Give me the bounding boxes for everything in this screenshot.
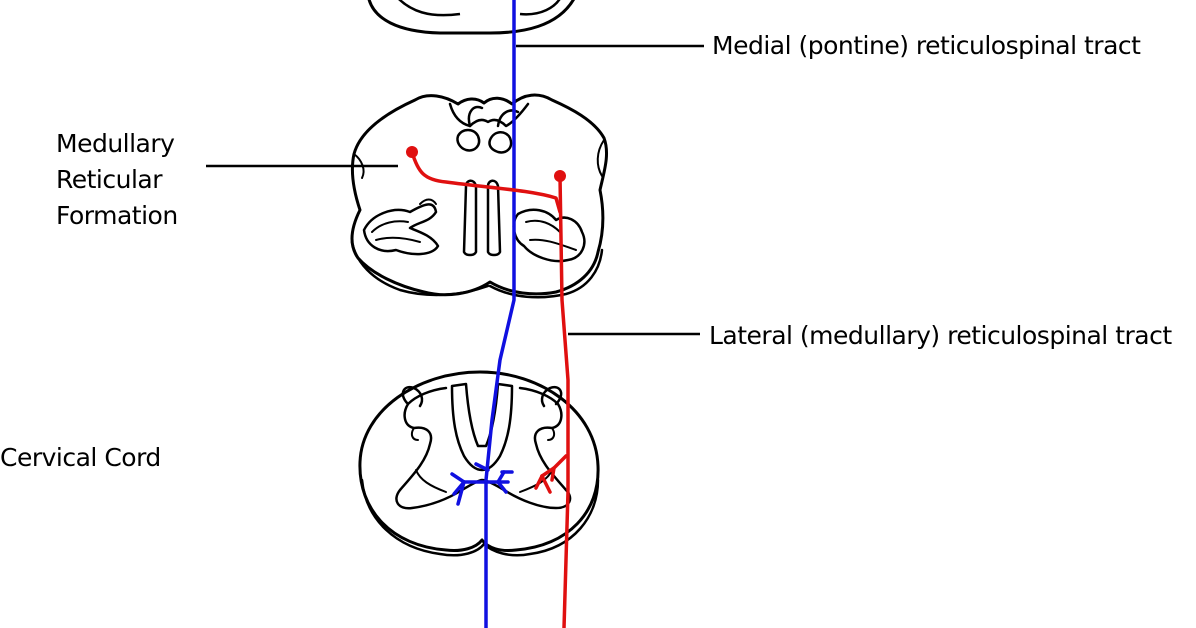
label-lateral-tract: Lateral (medullary) reticulospinal tract: [709, 321, 1172, 350]
leader-lines: [206, 44, 704, 336]
label-medial-tract: Medial (pontine) reticulospinal tract: [712, 31, 1141, 60]
pons-section: [367, 0, 575, 35]
medullary-neuron-cell-left: [406, 146, 418, 158]
label-medullary-reticular-formation: Medullary Reticular Formation: [56, 126, 178, 234]
lateral-tract: [410, 150, 570, 628]
medial-tract: [450, 0, 516, 628]
label-medullary-line-3: Formation: [56, 201, 178, 230]
label-medullary-line-1: Medullary: [56, 129, 175, 158]
label-cervical-cord: Cervical Cord: [0, 443, 161, 472]
label-medullary-line-2: Reticular: [56, 165, 163, 194]
medullary-neuron-cell-right: [554, 170, 566, 182]
cervical-cord-section: [358, 370, 600, 557]
medulla-section: [350, 93, 608, 299]
